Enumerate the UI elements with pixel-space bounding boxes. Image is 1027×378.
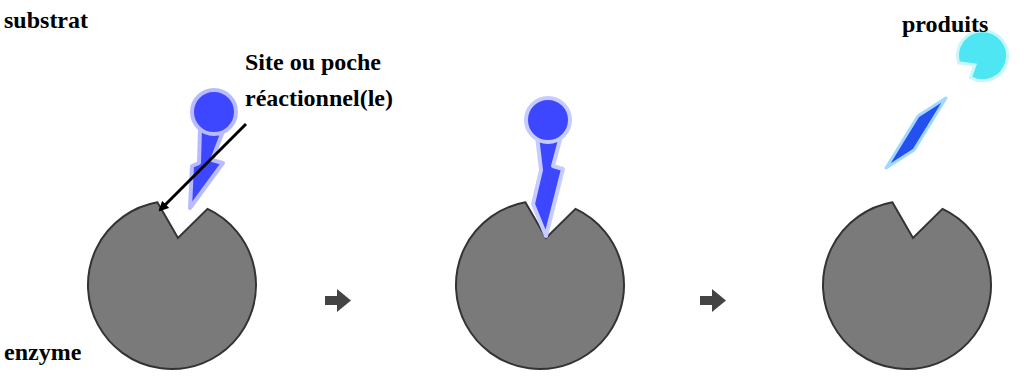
bound-substrate-shape <box>526 98 570 236</box>
step-arrow <box>700 289 726 312</box>
enzyme-shape <box>823 202 991 369</box>
product-shape <box>886 31 1008 168</box>
site-label: Site ou poche réactionnel(le) <box>245 44 450 116</box>
products-label: produits <box>902 6 1022 42</box>
substrate-shape <box>190 90 236 208</box>
leader-line <box>160 124 246 210</box>
enzyme-shape <box>88 202 256 369</box>
enzyme-shape <box>456 202 624 369</box>
enzyme-label: enzyme <box>4 334 164 370</box>
substrate-label: substrat <box>4 2 164 38</box>
step-arrow <box>325 289 351 312</box>
